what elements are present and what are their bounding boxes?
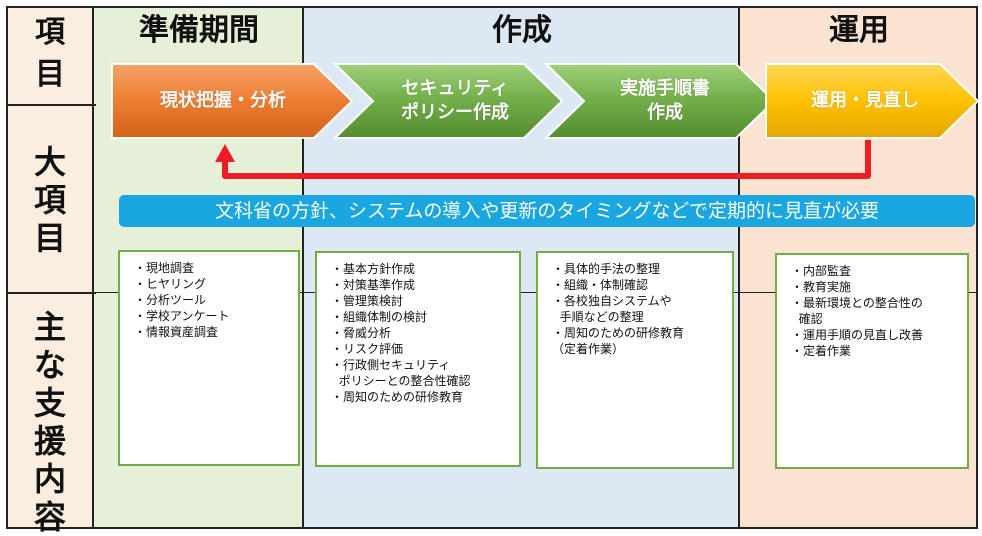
row-divider bbox=[6, 104, 96, 106]
chevron-procedure-creation bbox=[543, 63, 776, 139]
support-item: ・最新環境との整合性の bbox=[791, 296, 923, 310]
feedback-arrowhead-icon bbox=[215, 144, 235, 162]
support-item: ・分析ツール bbox=[134, 293, 207, 307]
vertical-char: 項 bbox=[33, 181, 66, 219]
support-item: 手順などの整理 bbox=[552, 310, 644, 324]
chevron-current-analysis bbox=[111, 63, 354, 139]
feedback-arrow bbox=[222, 140, 871, 179]
row-divider bbox=[6, 292, 96, 294]
support-item: ・運用手順の見直し改善 bbox=[791, 328, 924, 342]
support-item: ・対策基準作成 bbox=[331, 278, 416, 292]
support-item: ポリシーとの整合性確認 bbox=[331, 374, 471, 388]
support-item: 確認 bbox=[791, 312, 823, 326]
vertical-char: 主 bbox=[33, 308, 66, 346]
support-content-label: 主な支援内容 bbox=[6, 308, 94, 536]
support-item: ・学校アンケート bbox=[134, 309, 230, 323]
support-item: ・組織・体制確認 bbox=[552, 278, 649, 292]
vertical-char: 目 bbox=[33, 219, 66, 257]
ops-header: 運用 bbox=[829, 13, 889, 48]
support-box-policy: ・基本方針作成・対策基準作成・管理策検討・組織体制の検討・脅威分析・リスク評価・… bbox=[315, 251, 521, 467]
support-item: ・教育実施 bbox=[791, 280, 852, 294]
vertical-char: 目 bbox=[35, 57, 65, 92]
support-item: ・各校独自システムや bbox=[552, 294, 672, 308]
support-item: （定着作業） bbox=[552, 342, 625, 356]
chevron-policy-creation bbox=[332, 63, 564, 139]
vertical-char: な bbox=[33, 346, 66, 384]
support-box-procedure: ・具体的手法の整理・組織・体制確認・各校独自システムや 手順などの整理・周知のた… bbox=[536, 251, 734, 469]
support-box-prep: ・現地調査・ヒヤリング・分析ツール・学校アンケート・情報資産調査 bbox=[118, 250, 300, 466]
vertical-char: 内 bbox=[33, 460, 66, 498]
vertical-char: 援 bbox=[33, 422, 66, 460]
prep-header: 準備期間 bbox=[139, 13, 259, 48]
support-item: ・リスク評価 bbox=[331, 342, 404, 356]
vertical-char: 大 bbox=[33, 143, 66, 181]
vertical-char: 容 bbox=[33, 498, 66, 536]
chevron-label-policy: セキュリティ ポリシー作成 bbox=[401, 78, 509, 123]
major-item-label: 大項目 bbox=[6, 143, 94, 257]
chevron-label-analysis: 現状把握・分析 bbox=[160, 90, 286, 111]
support-item: ・現地調査 bbox=[134, 261, 195, 275]
support-item: ・具体的手法の整理 bbox=[552, 262, 661, 276]
support-item: ・定着作業 bbox=[791, 344, 852, 358]
support-item: ・基本方針作成 bbox=[331, 262, 416, 276]
vertical-char: 支 bbox=[33, 384, 66, 422]
support-item: ・周知のための研修教育 bbox=[552, 326, 685, 340]
table-frame bbox=[6, 6, 978, 529]
vertical-char: 項 bbox=[35, 15, 65, 50]
support-item: ・情報資産調査 bbox=[134, 325, 219, 339]
support-item: ・内部監査 bbox=[791, 264, 852, 278]
chevron-operation-review bbox=[765, 63, 980, 139]
review-banner: 文科省の方針、システムの導入や更新のタイミングなどで定期的に見直が必要 bbox=[119, 195, 975, 227]
make-header: 作成 bbox=[492, 13, 552, 48]
support-item: ・行政側セキュリティ bbox=[331, 358, 451, 372]
support-box-ops: ・内部監査・教育実施・最新環境との整合性の 確認・運用手順の見直し改善・定着作業 bbox=[775, 253, 969, 469]
chevron-label-procedure: 実施手順書 作成 bbox=[620, 78, 710, 123]
support-item: ・周知のための研修教育 bbox=[331, 390, 464, 404]
chevron-label-operation: 運用・見直し bbox=[811, 90, 919, 111]
support-item: ・組織体制の検討 bbox=[331, 310, 428, 324]
support-item: ・管理策検討 bbox=[331, 294, 404, 308]
support-item: ・脅威分析 bbox=[331, 326, 392, 340]
support-item: ・ヒヤリング bbox=[134, 277, 207, 291]
label-column bbox=[6, 6, 94, 529]
item-header: 項目 bbox=[6, 12, 94, 96]
